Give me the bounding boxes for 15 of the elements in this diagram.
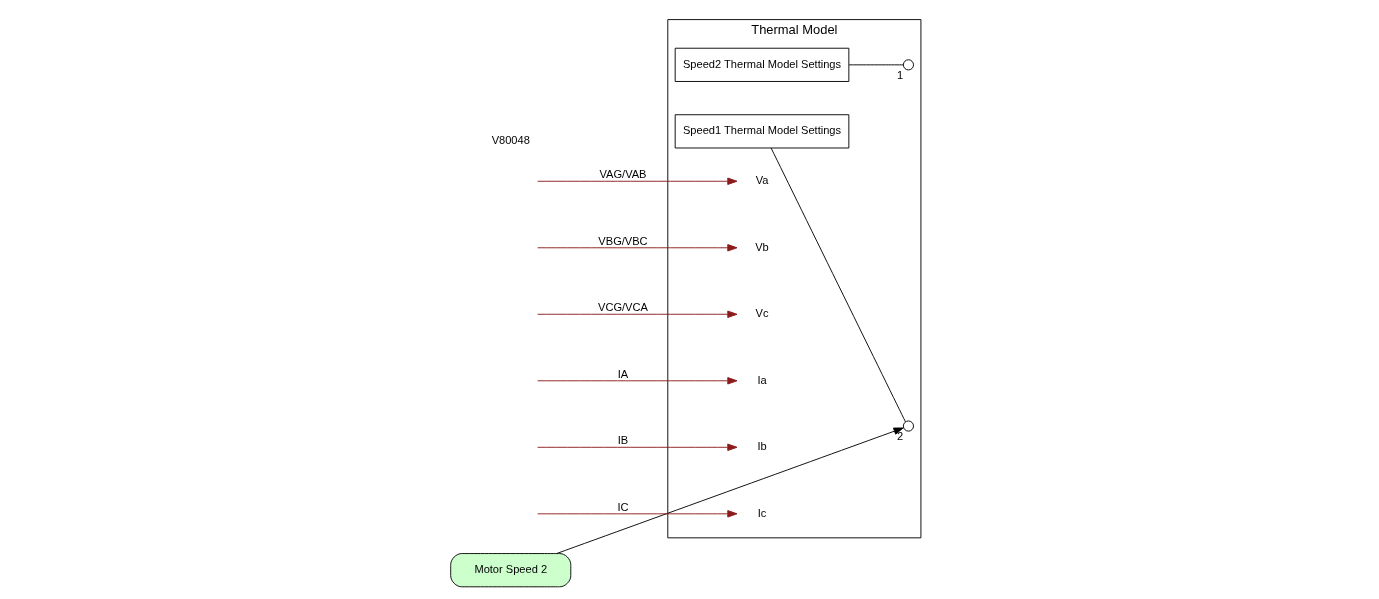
edge-label: IA bbox=[617, 367, 629, 380]
node-label: 1 bbox=[897, 68, 904, 81]
node-text: Vc bbox=[755, 307, 769, 320]
node-text: Vb bbox=[755, 240, 769, 253]
edge-label: IC bbox=[617, 500, 629, 513]
node-text: Ic bbox=[757, 506, 767, 519]
label: V80048 bbox=[491, 134, 530, 147]
edge-label: VAG/VAB bbox=[599, 168, 647, 181]
edge-label: VBG/VBC bbox=[598, 234, 648, 247]
edge-label: IB bbox=[617, 434, 629, 447]
edge-label: VCG/VCA bbox=[598, 301, 648, 314]
node-text: Ia bbox=[757, 373, 767, 386]
node-text: Va bbox=[755, 174, 769, 187]
node-label: 2 bbox=[897, 430, 904, 443]
node-text: Ib bbox=[757, 440, 767, 453]
